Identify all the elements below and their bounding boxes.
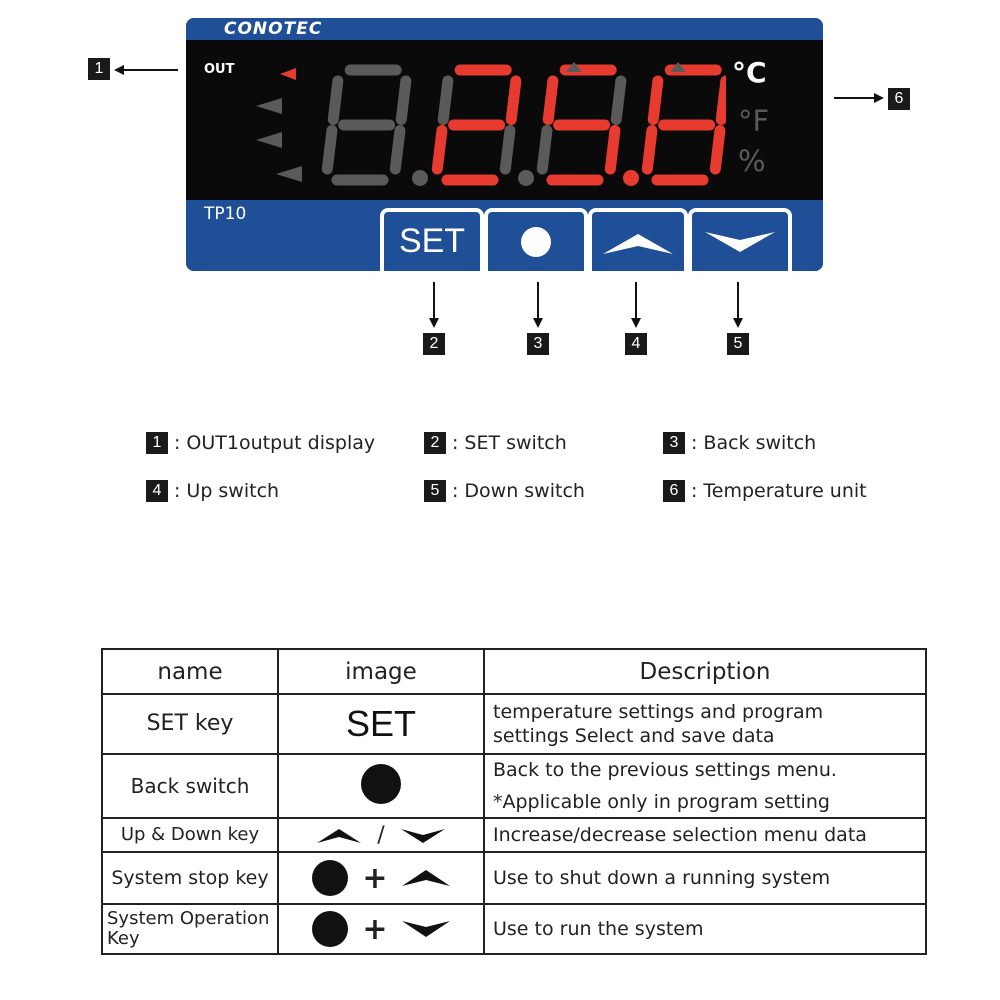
digit-4-segment-f (647, 75, 664, 125)
digit-1-segment-f (327, 75, 344, 125)
up-arrow-icon (317, 829, 362, 843)
out1-led-icon (280, 68, 296, 80)
down-arrow-icon (705, 231, 775, 252)
image-separator: / (377, 822, 385, 848)
unit-celsius: °C (732, 56, 767, 89)
down-key[interactable] (688, 208, 792, 271)
digit-3-segment-f (542, 75, 559, 125)
table-row: System Operation Key + Use to run the sy… (101, 903, 927, 955)
decimal-point-2 (518, 170, 534, 186)
digit-4-segment-c (709, 125, 726, 175)
callout-2: 2 (423, 333, 445, 355)
digit-4-segment-e (641, 125, 658, 175)
decimal-point-1 (412, 170, 428, 186)
digit-3-segment-c (604, 125, 621, 175)
set-key[interactable]: SET (380, 208, 484, 271)
circle-icon (521, 226, 551, 257)
callout-4: 4 (625, 333, 647, 355)
unit-fahrenheit: °F (738, 104, 770, 138)
callout-5: 5 (727, 333, 749, 355)
digit-2-segment-f (437, 75, 454, 125)
brand-bar (186, 18, 823, 40)
down-arrow-icon (401, 921, 450, 937)
controller-panel: CONOTEC OUT TP10 8 2 5 8 °C °F % SET (186, 18, 823, 271)
circle-icon (361, 764, 401, 804)
header-description: Description (483, 648, 927, 695)
out-label: OUT (204, 62, 235, 77)
digit-2-segment-c (499, 125, 516, 175)
digit-2-segment-b (505, 75, 522, 125)
seven-segment-display (321, 62, 726, 186)
set-glyph: SET (345, 703, 416, 744)
down-arrow-icon (400, 829, 445, 843)
table-header-row: name image Description (101, 648, 927, 695)
digit-4-segment-b (715, 75, 726, 125)
callout-1-arrow (114, 65, 178, 75)
out4-led-icon (276, 166, 302, 182)
callout-6-arrow (834, 93, 884, 103)
plus-sign: + (362, 911, 388, 947)
output-indicators (256, 68, 302, 182)
up-arrow-icon (603, 233, 673, 254)
callout-6: 6 (888, 88, 910, 110)
decimal-point-3 (623, 170, 639, 186)
table-row: System stop key + Use to shut down a run… (101, 851, 927, 905)
up-key[interactable] (588, 208, 688, 271)
digit-1-segment-e (321, 125, 338, 175)
callout-down-arrows (429, 282, 743, 328)
brand-logo: CONOTEC (224, 19, 323, 39)
digit-1-segment-c (389, 125, 406, 175)
circle-icon (312, 860, 349, 896)
digit-3-segment-b (610, 75, 627, 125)
callout-3: 3 (527, 333, 549, 355)
digit-3-segment-e (536, 125, 553, 175)
legend-item-2: 2 : SET switch (424, 432, 567, 454)
model-label: TP10 (204, 204, 247, 224)
header-name: name (101, 648, 279, 695)
header-image: image (277, 648, 485, 695)
out2-led-icon (256, 98, 282, 114)
digit-2-segment-e (431, 125, 448, 175)
unit-percent: % (738, 144, 766, 178)
set-key-label: SET (398, 222, 466, 260)
legend-item-4: 4 : Up switch (146, 480, 279, 502)
legend-item-6: 6 : Temperature unit (663, 480, 867, 502)
legend-item-5: 5 : Down switch (424, 480, 585, 502)
table-row: SET key SET temperature settings and pro… (101, 693, 927, 755)
digit-1-segment-b (395, 75, 412, 125)
legend-item-3: 3 : Back switch (663, 432, 816, 454)
table-row: Up & Down key / Increase/decrease select… (101, 817, 927, 853)
out3-led-icon (256, 132, 282, 148)
indicator-triangle-icon (670, 62, 686, 72)
key-function-table: name image Description SET key SET tempe… (101, 648, 927, 955)
up-arrow-icon (401, 870, 450, 886)
back-key[interactable] (484, 208, 588, 271)
plus-sign: + (362, 860, 388, 896)
indicator-triangle-icon (566, 62, 582, 72)
legend-item-1: 1 : OUT1output display (146, 432, 375, 454)
table-row: Back switch Back to the previous setting… (101, 753, 927, 819)
circle-icon (312, 911, 349, 947)
callout-1: 1 (88, 58, 110, 80)
